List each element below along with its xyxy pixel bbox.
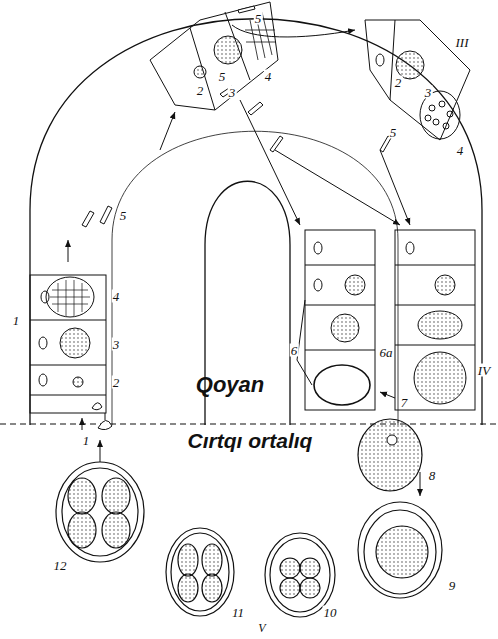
callout-number: 11 (231, 606, 245, 619)
callout-number: 4 (112, 290, 121, 303)
callout-number: III (455, 36, 470, 49)
callout-number: 6a (379, 346, 394, 359)
region-label: Cırtqı ortalıq (187, 430, 314, 451)
callout-number: 9 (448, 579, 457, 592)
callout-number: 2 (394, 76, 403, 89)
callout-number: 3 (424, 86, 433, 99)
callout-number: 4 (264, 70, 273, 83)
callout-number: 7 (400, 396, 409, 409)
callout-number: 3 (228, 86, 237, 99)
callout-number: 5 (254, 12, 263, 25)
callout-number: 5 (218, 70, 227, 83)
callout-number: 4 (456, 144, 465, 157)
callout-number: 2 (112, 376, 121, 389)
callout-number: V (257, 622, 266, 634)
callout-number: 2 (196, 84, 205, 97)
region-label: Qoyan (195, 374, 265, 396)
callout-number: 1 (82, 434, 91, 447)
callout-number: 5 (389, 126, 398, 139)
callout-number: 10 (323, 606, 338, 619)
callout-number: IV (477, 364, 491, 377)
callout-number: 3 (112, 338, 121, 351)
callout-number: 5 (119, 209, 128, 222)
callout-number: 8 (428, 469, 437, 482)
callout-number: 6 (290, 344, 299, 357)
callout-number: 12 (53, 559, 68, 572)
callout-number: 1 (12, 314, 21, 327)
